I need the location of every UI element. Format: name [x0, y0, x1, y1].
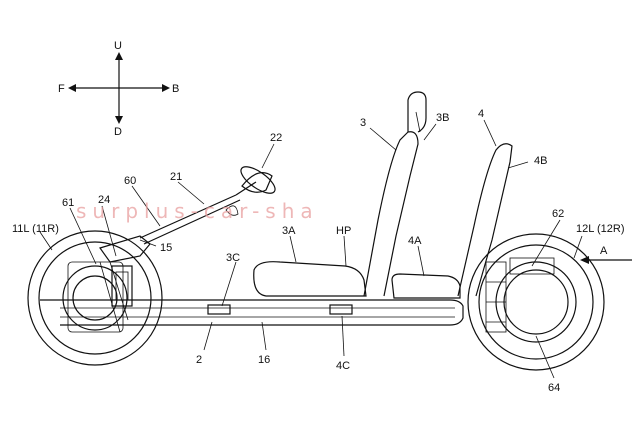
label-4C: 4C [336, 360, 350, 372]
rear-seat [391, 143, 513, 299]
label-3C: 3C [226, 252, 240, 264]
steering-assembly [139, 166, 276, 245]
label-16: 16 [258, 354, 270, 366]
front-label: F [58, 83, 65, 95]
label-24: 24 [98, 194, 110, 206]
label-64: 64 [548, 382, 560, 394]
label-60: 60 [124, 175, 136, 187]
label-12L-12R: 12L (12R) [576, 223, 625, 235]
label-62: 62 [552, 208, 564, 220]
label-15: 15 [160, 242, 172, 254]
label-2: 2 [196, 354, 202, 366]
down-label: D [114, 126, 122, 138]
front-seat [253, 91, 427, 297]
label-3B: 3B [436, 112, 449, 124]
label-61: 61 [62, 197, 74, 209]
label-22: 22 [270, 132, 282, 144]
label-3A: 3A [282, 225, 296, 237]
label-4B: 4B [534, 155, 547, 167]
label-3: 3 [360, 117, 366, 129]
watermark: surplus-car-sha [76, 199, 319, 223]
direction-compass: U D F B [58, 40, 179, 138]
label-21: 21 [170, 171, 182, 183]
back-label: B [172, 83, 179, 95]
reference-labels: 22 21 60 61 24 15 11L (11R) 3 3B 4 4B 3A… [12, 108, 625, 394]
label-HP: HP [336, 225, 351, 237]
front-wheel [27, 230, 163, 366]
label-11L-11R: 11L (11R) [12, 223, 59, 235]
floor-frame [40, 299, 464, 326]
label-A: A [600, 245, 608, 257]
leader-lines [39, 119, 632, 379]
up-label: U [114, 40, 122, 52]
label-4: 4 [478, 108, 484, 120]
rear-wheel [467, 233, 605, 371]
label-4A: 4A [408, 235, 422, 247]
